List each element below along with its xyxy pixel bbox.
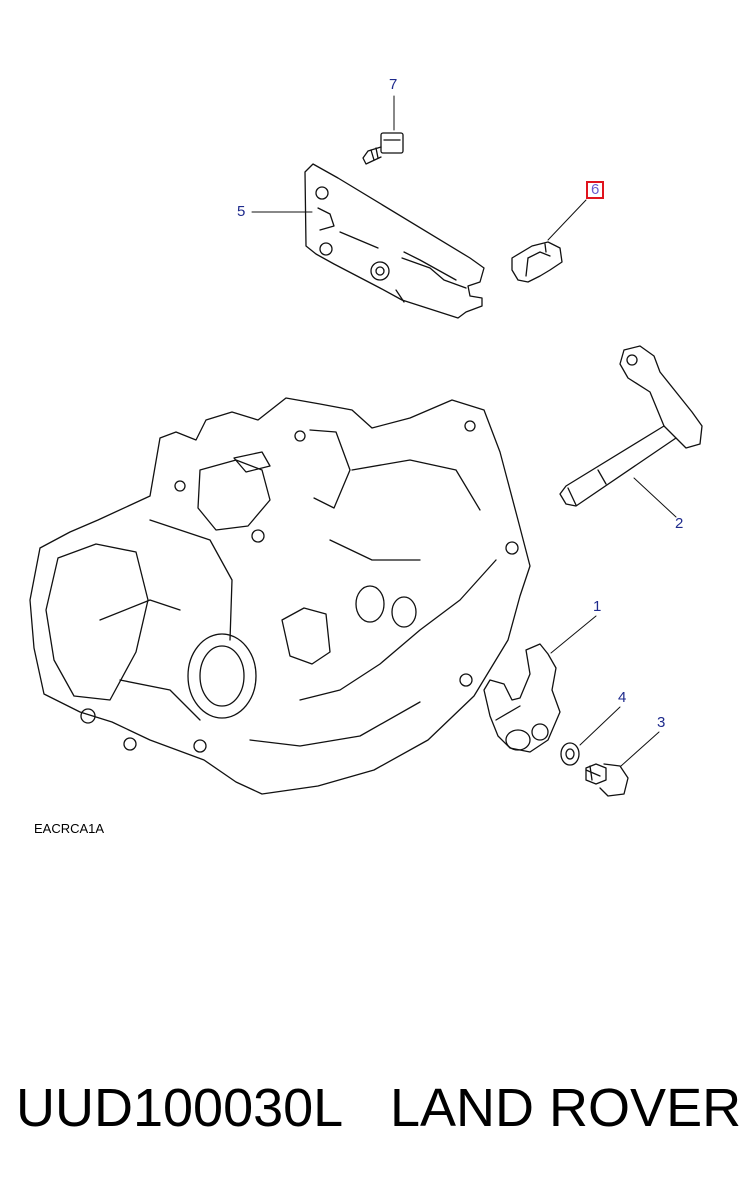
parts-diagram: 7 5 6 2 1 4 3 EACRCA1A <box>29 76 703 836</box>
footer: UUD100030L LAND ROVER <box>0 998 739 1197</box>
callout-2: 2 <box>675 515 684 532</box>
bolt-part-3 <box>585 763 629 797</box>
leader-lines <box>251 95 677 767</box>
exploded-view-drawing <box>29 95 703 797</box>
callout-3: 3 <box>657 714 666 731</box>
gearbox-housing <box>29 397 531 795</box>
shaft-part-2 <box>559 345 703 507</box>
washer-part-4 <box>560 742 580 766</box>
clip-part-6 <box>511 241 563 283</box>
bolt-part-7 <box>362 132 404 165</box>
callout-6-highlighted: 6 <box>586 181 605 199</box>
callout-7: 7 <box>389 76 398 93</box>
callout-4: 4 <box>618 689 627 706</box>
fork-part-1 <box>483 643 561 753</box>
bracket-part-5 <box>304 163 485 319</box>
brand-name: LAND ROVER <box>390 1078 739 1138</box>
part-number: UUD100030L <box>16 1078 344 1138</box>
callout-5: 5 <box>237 203 246 220</box>
callout-1: 1 <box>593 598 602 615</box>
diagram-reference-code: EACRCA1A <box>34 821 105 836</box>
